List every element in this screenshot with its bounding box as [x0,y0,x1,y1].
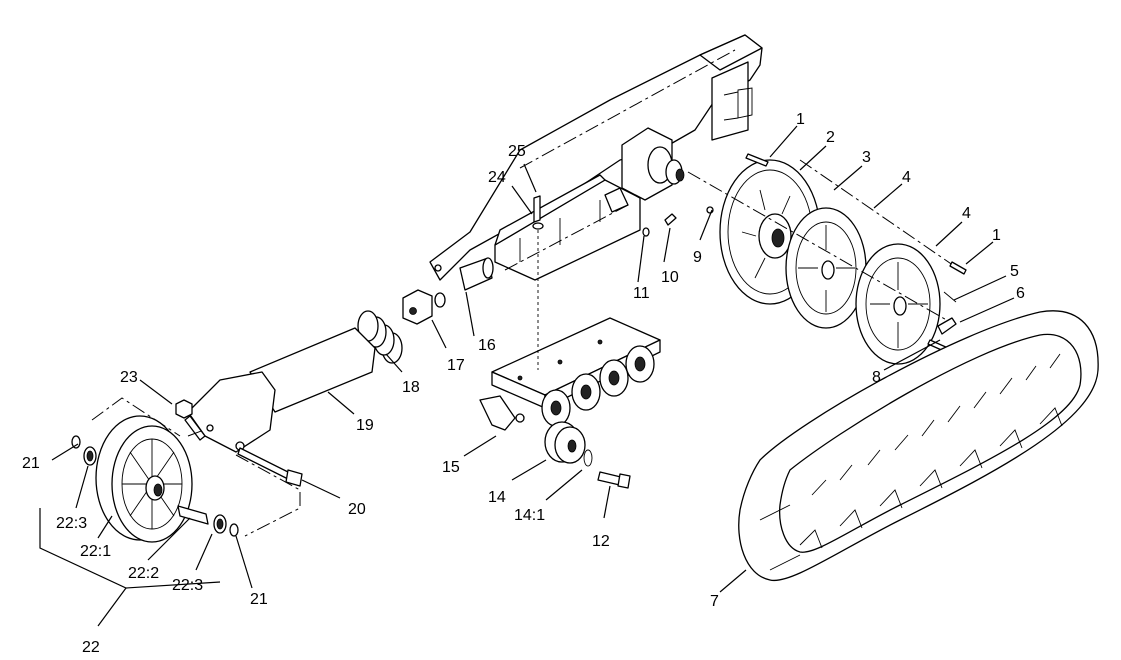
callout-12: 12 [592,533,610,550]
frame-bracket [429,34,763,281]
callout-11: 11 [633,285,650,302]
callout-6: 6 [1016,285,1025,302]
parts-10-11-bolts [642,213,677,237]
callout-21-left: 21 [22,455,40,472]
part-14-roller [544,421,631,489]
part-4-plate [855,243,941,365]
part-20-bolt [237,447,303,487]
part-17-block [402,289,446,325]
callout-24: 24 [488,169,506,186]
part-23-nut [175,399,193,419]
part-19-tension-arm [184,327,376,453]
callout-25: 25 [508,143,526,160]
callout-1-top: 1 [796,111,805,128]
callout-21-right: 21 [250,591,268,608]
callout-22-1: 22:1 [80,543,111,560]
tension-housing [494,174,641,281]
callout-22: 22 [82,639,100,656]
leader-lines [39,125,1015,627]
part-3-plate [785,207,867,329]
callout-9: 9 [693,249,702,266]
drive-axis [687,171,951,323]
callout-14: 14 [488,489,506,506]
callout-labels: 1 2 3 4 4 1 5 6 7 8 9 10 11 12 14 14:1 1… [22,111,1025,656]
plate-axis [799,159,961,271]
callout-7: 7 [710,593,719,610]
callout-5: 5 [1010,263,1019,280]
part-15-bogie-rollers [479,317,661,431]
callout-22-2: 22:2 [128,565,159,582]
part-18-spring [357,310,403,364]
callout-20: 20 [348,501,366,518]
callout-3: 3 [862,149,871,166]
callout-4-lower: 4 [962,205,971,222]
callout-14-1: 14:1 [514,507,545,524]
callout-10: 10 [661,269,679,286]
callout-22-3-right: 22:3 [172,577,203,594]
callout-2: 2 [826,129,835,146]
part-7-rubber-track [738,310,1099,582]
callout-18: 18 [402,379,420,396]
callout-22-3-left: 22:3 [56,515,87,532]
callout-17: 17 [447,357,465,374]
part-22-idler-wheel [71,397,301,543]
gearbox-hub [621,127,685,201]
callout-8: 8 [872,369,881,386]
callout-15: 15 [442,459,460,476]
callout-23: 23 [120,369,138,386]
callout-16: 16 [478,337,496,354]
part-16-pin [459,257,494,291]
callout-19: 19 [356,417,374,434]
callout-4-top: 4 [902,169,911,186]
callout-1-right: 1 [992,227,1001,244]
parts-24-25-bolts [532,195,544,230]
